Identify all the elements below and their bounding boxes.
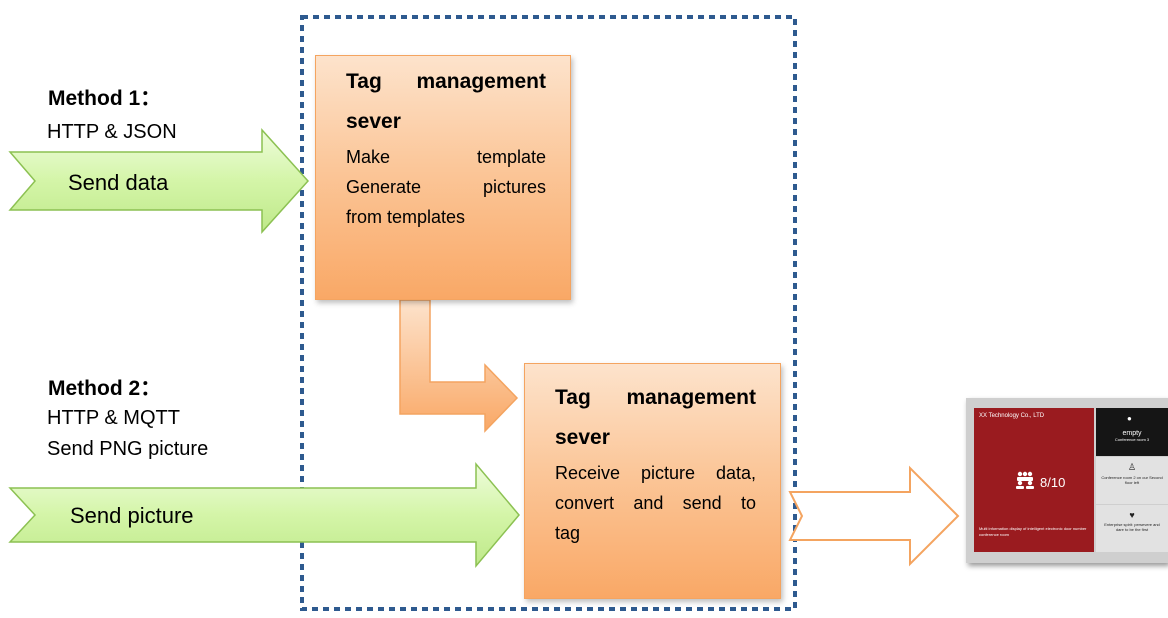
- tag-cell-room-text: Conference room 2 on our Second floor le…: [1101, 475, 1163, 485]
- method2-protocol: HTTP & MQTT: [47, 407, 180, 429]
- tag-description: Multi information display of intelligent…: [979, 526, 1087, 537]
- tag-management-server-1: Tag management sever Make template Gener…: [315, 55, 571, 300]
- system-boundary: [300, 15, 797, 611]
- people-icon: [1016, 471, 1034, 489]
- tag-cell-motto-text: Enterprise spirit: persevere and dare to…: [1104, 522, 1160, 532]
- server1-line-1: Make template: [346, 147, 546, 167]
- server1-title-line2: sever: [346, 110, 401, 133]
- server1-title-line1: Tag management: [346, 70, 546, 93]
- server2-line-3: tag: [555, 523, 581, 543]
- server-link-arrow: [399, 299, 519, 433]
- electronic-tag-device: XX Technology Co., LTD 8/10 Multi inform…: [966, 398, 1168, 563]
- method1-protocol: HTTP & JSON: [47, 121, 177, 143]
- server2-title-line1: Tag management: [555, 386, 756, 409]
- server2-line-2: convert and send to: [555, 493, 756, 513]
- tag-status-sub: Conference room 3: [1114, 437, 1150, 442]
- people-group-icon: ♙: [1127, 462, 1137, 472]
- method2-format: Send PNG picture: [47, 438, 209, 460]
- tag-status: empty: [1122, 430, 1142, 437]
- tag-occupancy-count: 8/10: [1040, 475, 1066, 490]
- tag-status-panel: ● empty Conference room 3: [1096, 408, 1168, 456]
- method1-title: Method 1：: [48, 87, 162, 110]
- send-data-label: Send data: [68, 170, 169, 195]
- server2-line-1: Receive picture data,: [555, 463, 756, 483]
- tag-management-server-2: Tag management sever Receive picture dat…: [524, 363, 781, 599]
- send-data-arrow: [8, 128, 310, 234]
- tag-company-name: XX Technology Co., LTD: [979, 413, 1045, 419]
- to-tag-arrow: [788, 465, 960, 567]
- send-picture-arrow: [8, 461, 520, 569]
- handshake-icon: ♥: [1129, 510, 1135, 520]
- person-icon: ●: [1127, 414, 1132, 423]
- server1-line-3: from templates: [346, 207, 466, 227]
- tag-red-panel: XX Technology Co., LTD 8/10 Multi inform…: [974, 408, 1094, 552]
- send-picture-label: Send picture: [70, 503, 194, 528]
- tag-cell-motto: ♥ Enterprise spirit: persevere and dare …: [1096, 505, 1168, 552]
- method2-title: Method 2：: [48, 377, 162, 400]
- server1-line-2: Generate pictures: [346, 177, 546, 197]
- tag-cell-room: ♙ Conference room 2 on our Second floor …: [1096, 457, 1168, 504]
- server2-title-line2: sever: [555, 426, 610, 449]
